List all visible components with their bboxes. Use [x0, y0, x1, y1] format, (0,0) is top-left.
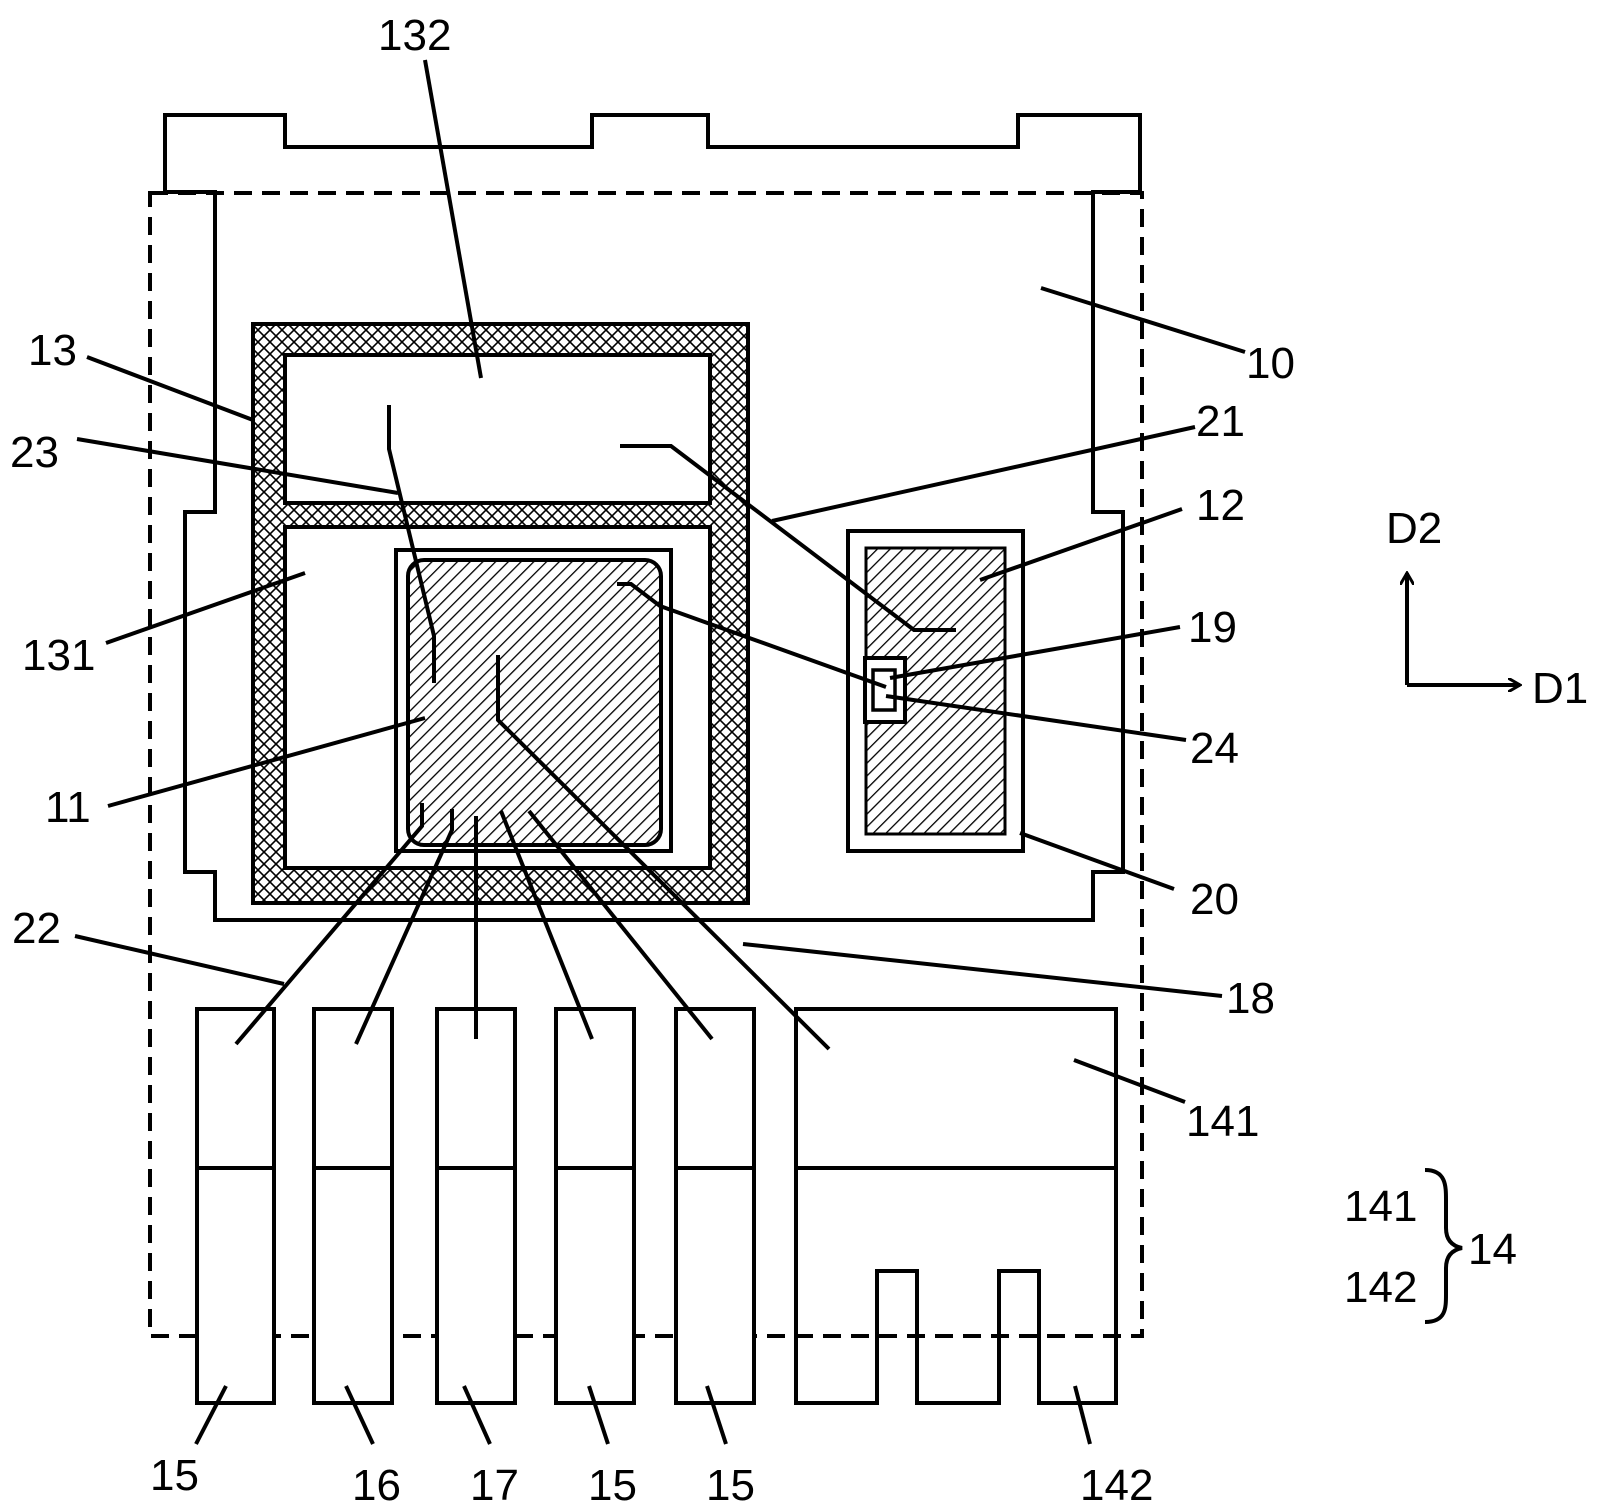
- leader-13: [86, 355, 254, 422]
- label-15-left: 15: [150, 1451, 199, 1500]
- label-142-bottom: 142: [1080, 1461, 1153, 1510]
- label-15-right: 15: [706, 1461, 755, 1510]
- lead-15-left: [195, 1007, 276, 1405]
- leader-23: [76, 437, 399, 495]
- leader-15a: [194, 1385, 228, 1445]
- leader-132: [423, 59, 483, 379]
- legend-141: 141: [1344, 1182, 1417, 1231]
- label-16: 16: [352, 1461, 401, 1510]
- window-132: [283, 353, 712, 505]
- label-131: 131: [22, 631, 95, 680]
- legend-142: 142: [1344, 1263, 1417, 1312]
- leader-10: [1040, 286, 1246, 354]
- leader-142: [1073, 1385, 1092, 1445]
- lead-group: [195, 1007, 756, 1405]
- label-132: 132: [378, 11, 451, 60]
- label-11: 11: [45, 783, 91, 832]
- wire-16: [354, 809, 454, 1045]
- wire-15b: [527, 809, 714, 1041]
- label-21: 21: [1196, 397, 1245, 446]
- leader-15b: [587, 1385, 610, 1445]
- leader-19: [889, 625, 1181, 680]
- leader-20: [1019, 831, 1175, 891]
- leader-18: [742, 942, 1223, 998]
- leader-12: [979, 507, 1183, 582]
- leader-15c: [705, 1385, 728, 1445]
- lead-16: [312, 1007, 394, 1405]
- lead-15-mid: [554, 1007, 636, 1405]
- label-23: 23: [10, 428, 59, 477]
- leader-16: [344, 1385, 375, 1445]
- wire-21: [620, 444, 956, 632]
- leader-22: [74, 934, 285, 986]
- leader-131: [105, 571, 306, 645]
- wire-23: [387, 405, 436, 683]
- package-outline-dashed: [148, 191, 1144, 1338]
- label-22: 22: [12, 904, 61, 953]
- axis-d1-label: D1: [1532, 664, 1588, 713]
- leader-11: [107, 716, 426, 808]
- wire-22: [234, 803, 424, 1046]
- label-12: 12: [1196, 481, 1245, 530]
- wire-18: [496, 655, 831, 1051]
- label-20: 20: [1190, 875, 1239, 924]
- label-18: 18: [1226, 974, 1275, 1023]
- axis-d2-label: D2: [1386, 504, 1442, 553]
- pad-24: [871, 668, 897, 712]
- leader-21: [771, 425, 1196, 523]
- wire-24: [617, 582, 887, 689]
- lead-17: [435, 1007, 517, 1405]
- label-24: 24: [1190, 724, 1239, 773]
- wire-15a: [499, 810, 594, 1040]
- leader-141: [1073, 1058, 1186, 1104]
- leader-17: [462, 1385, 492, 1445]
- label-19: 19: [1188, 603, 1237, 652]
- chip-11: [406, 558, 663, 847]
- leader-24: [885, 694, 1187, 742]
- brace-14: [1424, 1168, 1463, 1324]
- lead-14: [794, 1007, 1118, 1405]
- label-13: 13: [28, 326, 77, 375]
- legend-14: 14: [1468, 1225, 1517, 1274]
- lead-15-right: [674, 1007, 756, 1405]
- label-10: 10: [1246, 339, 1295, 388]
- label-141: 141: [1186, 1097, 1259, 1146]
- bond-wires: [234, 405, 956, 1051]
- label-15-mid: 15: [588, 1461, 637, 1510]
- leader-lines: [74, 59, 1246, 1445]
- label-17: 17: [470, 1461, 519, 1510]
- lead-frame-10: [163, 113, 1142, 922]
